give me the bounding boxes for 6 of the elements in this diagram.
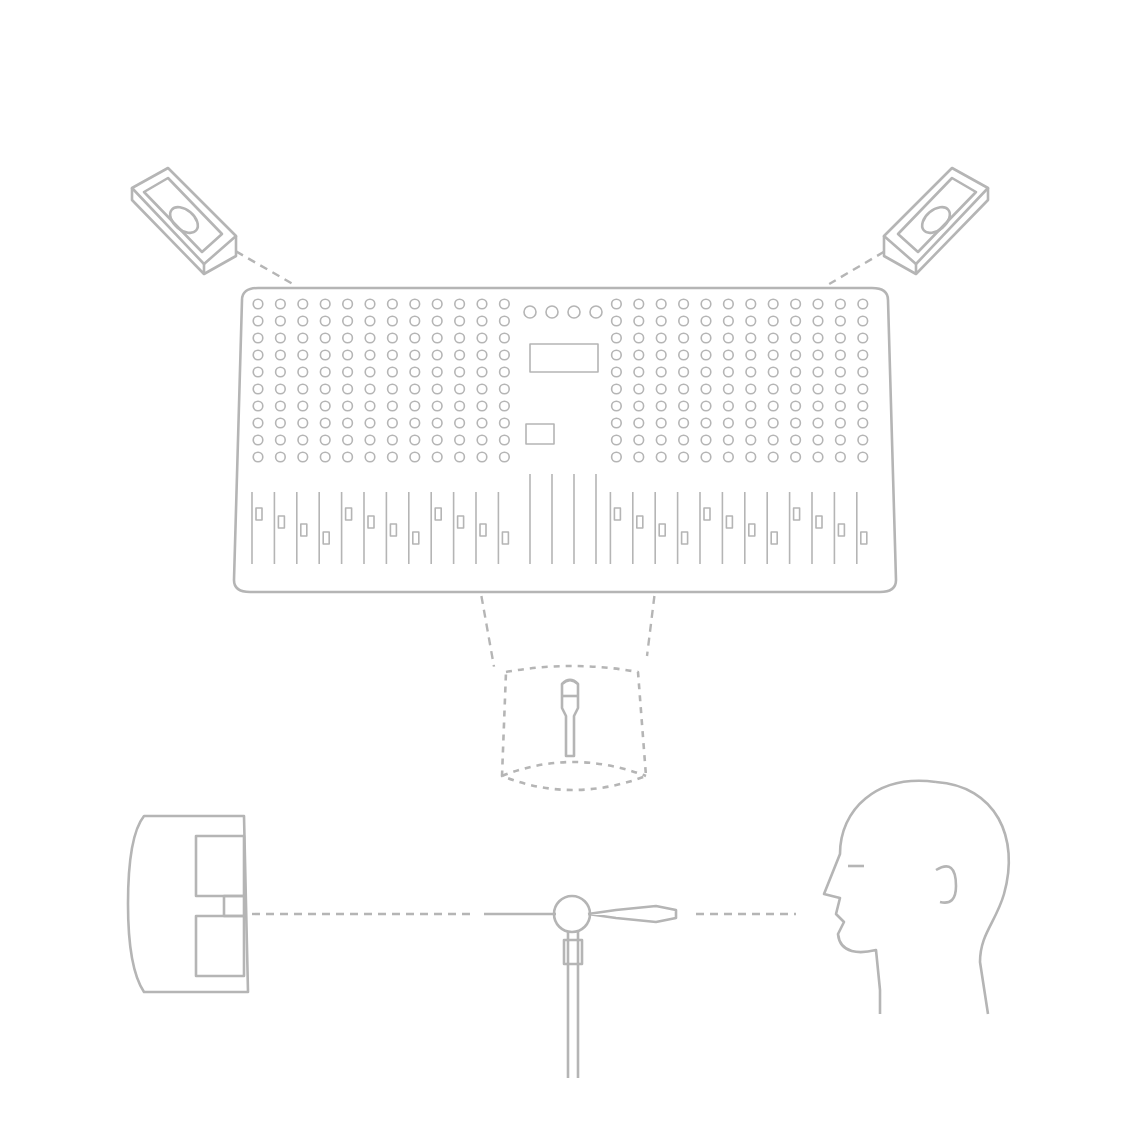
dashed-line <box>696 912 796 916</box>
dashed-line <box>828 250 885 286</box>
dashed-line <box>235 250 294 286</box>
dashed-line <box>252 912 476 916</box>
mixing-console-drawing <box>230 284 900 596</box>
dashed-line <box>480 594 656 668</box>
